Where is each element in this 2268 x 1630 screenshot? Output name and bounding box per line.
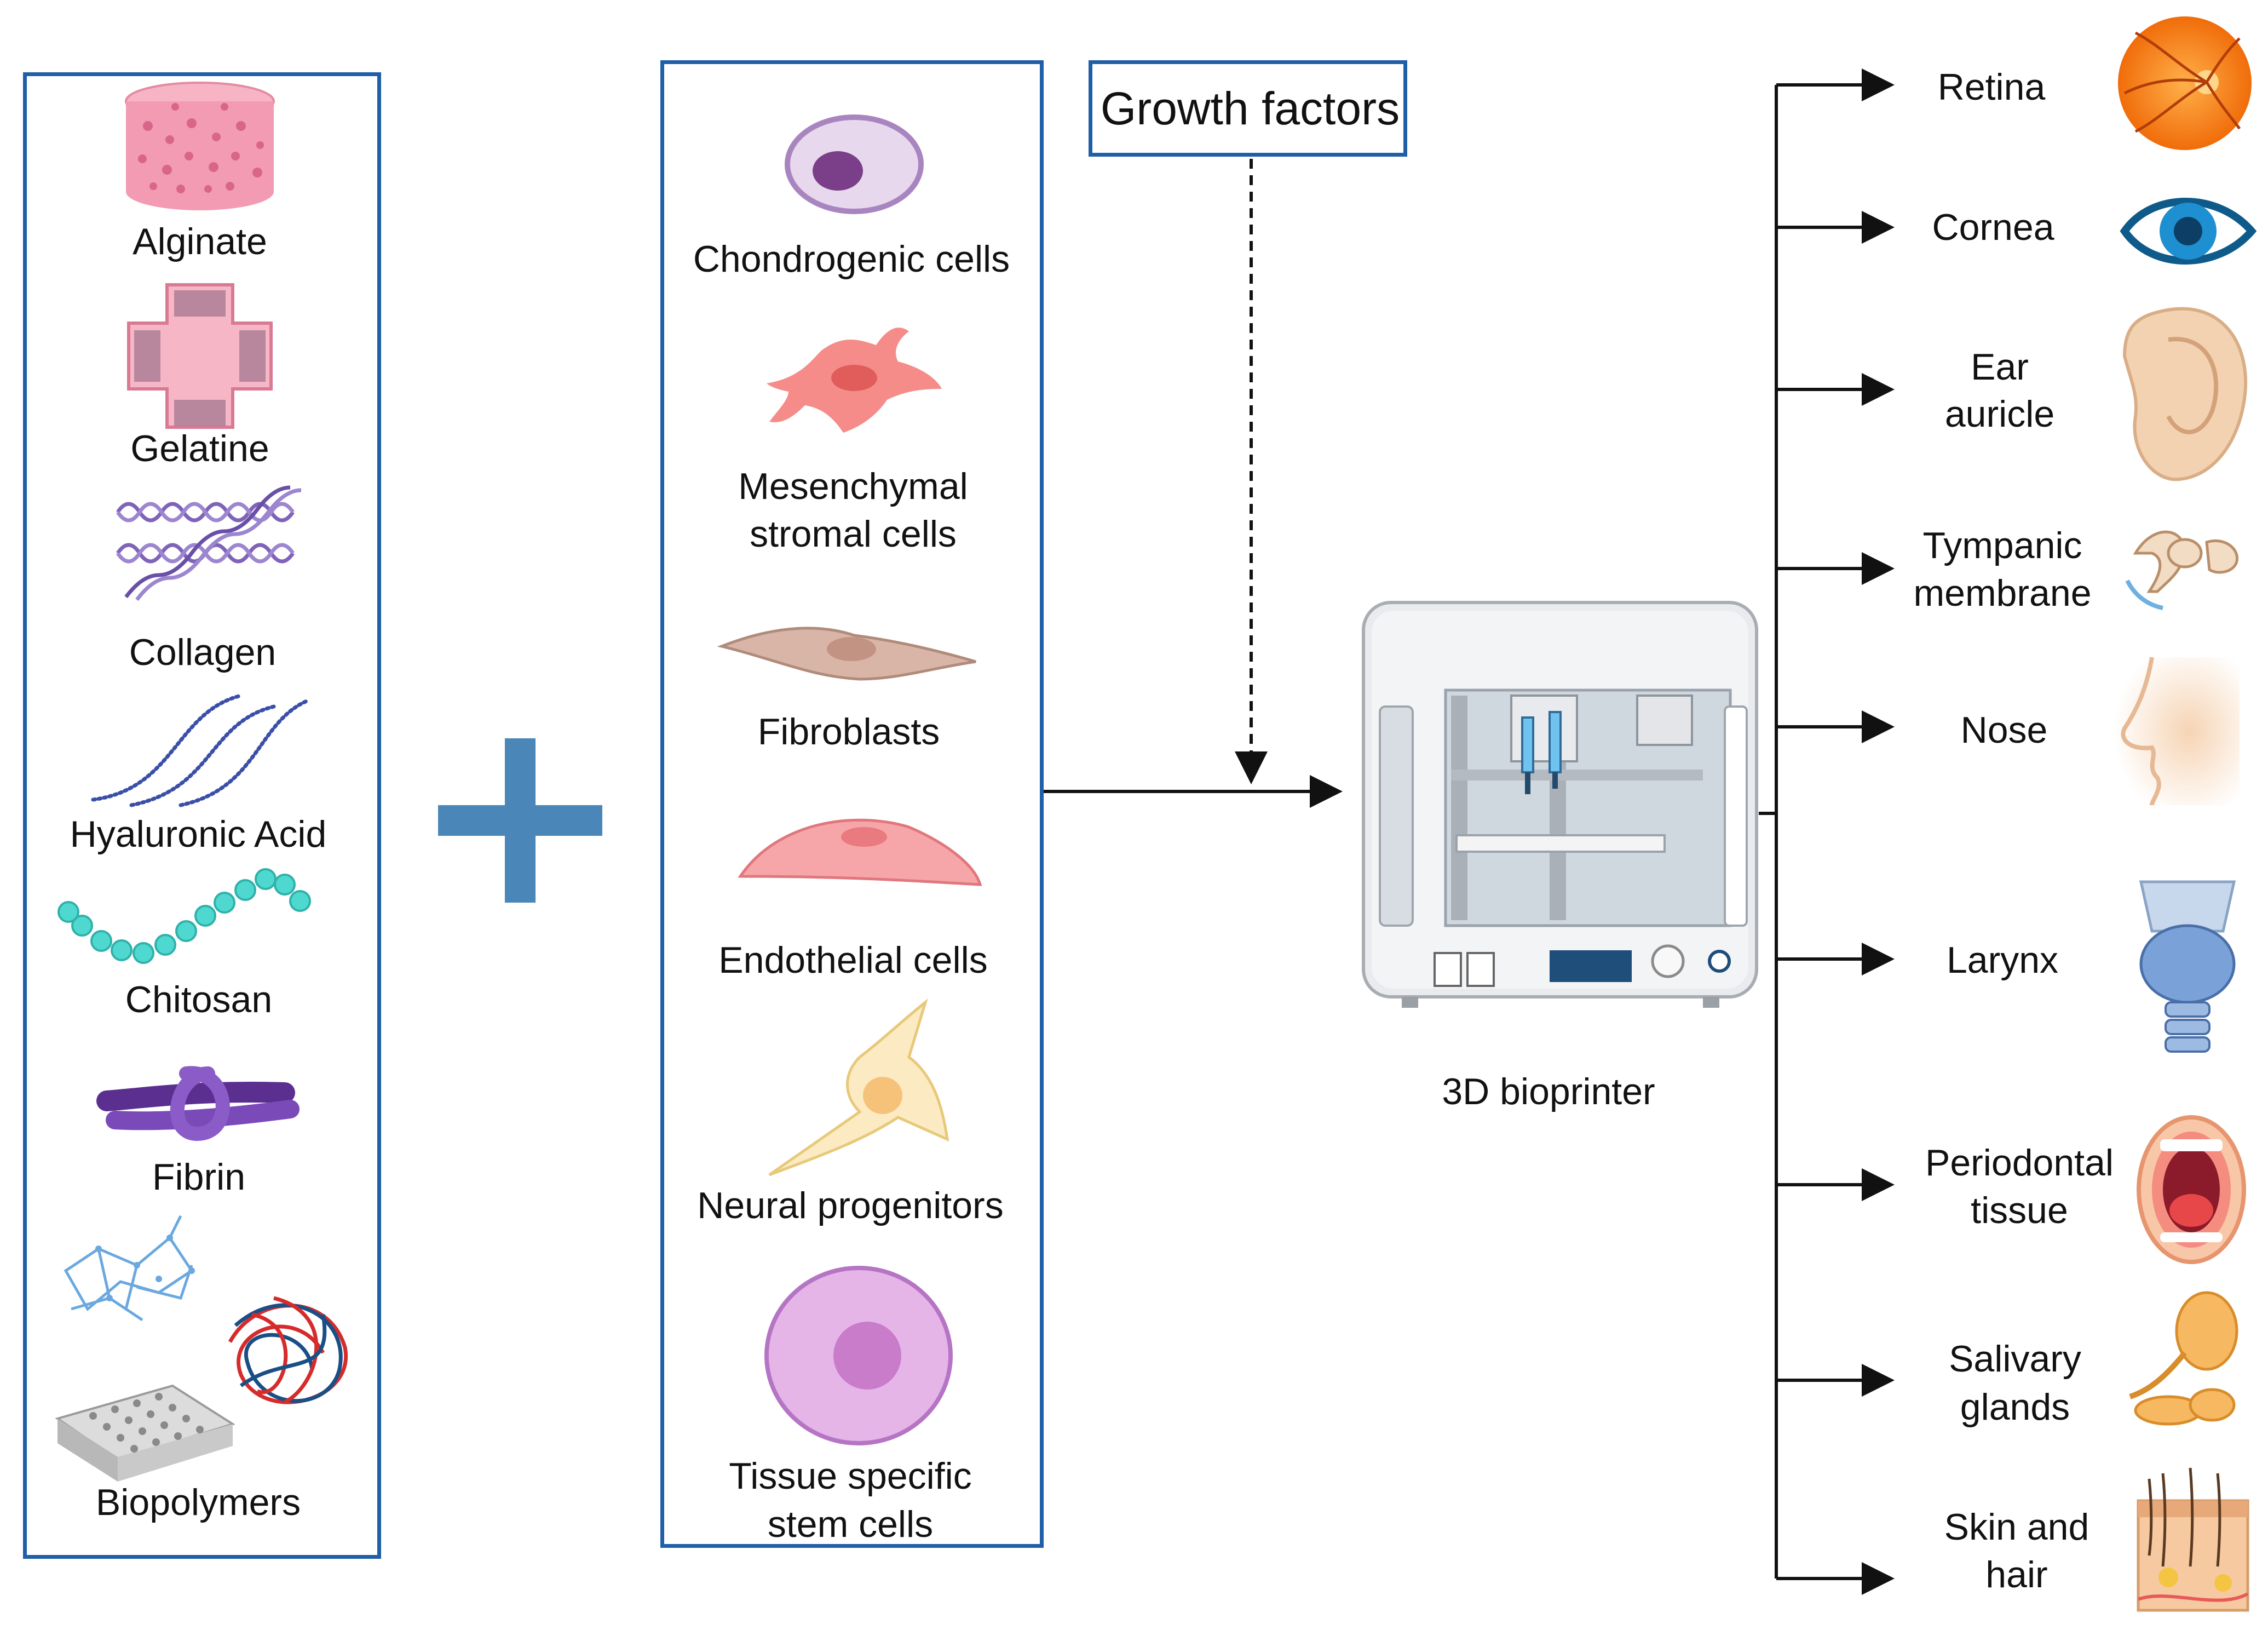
chondrogenic-cell-icon <box>785 114 924 214</box>
stem-cells-label-line1: Tissue specific <box>729 1455 972 1497</box>
periodontal-label-line1: Periodontal <box>1925 1142 2114 1184</box>
fibrin-label: Fibrin <box>152 1156 246 1198</box>
mesenchymal-label-line2: stromal cells <box>750 513 957 555</box>
cells-box <box>660 60 1044 1548</box>
skin-label-line1: Skin and <box>1944 1506 2089 1548</box>
larynx-icon <box>2139 880 2236 1053</box>
hyaluronic-acid-chain-icon <box>91 693 309 807</box>
salivary-label-line2: glands <box>1960 1386 2070 1428</box>
mouth-icon <box>2137 1115 2246 1264</box>
skin-hair-icon <box>2137 1467 2249 1612</box>
alginate-scaffold-icon <box>125 82 275 210</box>
cornea-label: Cornea <box>1932 206 2054 248</box>
biomaterials-box <box>23 72 381 1559</box>
skin-label-line2: hair <box>1985 1554 2048 1595</box>
ear-icon <box>2122 307 2248 481</box>
ear-label-line1: Ear <box>1971 346 2029 388</box>
growth-factors-box <box>1089 60 1407 157</box>
mesenchymal-cell-icon <box>767 328 942 433</box>
chitosan-label: Chitosan <box>125 979 273 1020</box>
stem-cell-icon <box>764 1266 953 1445</box>
neural-progenitor-icon <box>768 998 949 1176</box>
gelatine-label: Gelatine <box>130 428 269 469</box>
ear-label-line2: auricle <box>1944 393 2055 435</box>
tympanic-membrane-icon <box>2125 530 2238 610</box>
bioprinter-icon <box>1362 601 1758 1008</box>
bioprinter-label: 3D bioprinter <box>1442 1071 1655 1112</box>
retina-label: Retina <box>1937 66 2046 108</box>
biopolymers-label: Biopolymers <box>95 1482 301 1523</box>
neural-progenitors-label: Neural progenitors <box>697 1185 1004 1226</box>
fibroblasts-label: Fibroblasts <box>757 711 940 753</box>
output-arrows <box>1776 68 1895 1595</box>
larynx-label: Larynx <box>1946 939 2059 981</box>
tympanic-label-line1: Tympanic <box>1922 525 2082 566</box>
endothelial-cells-label: Endothelial cells <box>718 939 988 981</box>
mesenchymal-label-line1: Mesenchymal <box>738 466 968 507</box>
growth-factors-label: Growth factors <box>1100 83 1400 134</box>
output-tree <box>1759 85 1778 1579</box>
biopolymers-icon <box>55 1215 354 1482</box>
cornea-eye-icon <box>2120 198 2257 265</box>
alginate-label: Alginate <box>133 221 267 262</box>
retina-icon <box>2118 16 2252 150</box>
salivary-gland-icon <box>2129 1291 2238 1426</box>
tympanic-label-line2: membrane <box>1913 572 2092 614</box>
hyaluronic-acid-label: Hyaluronic Acid <box>70 813 327 855</box>
plus-icon <box>438 738 602 903</box>
stem-cells-label-line2: stem cells <box>767 1503 934 1545</box>
chondrogenic-cells-label: Chondrogenic cells <box>693 238 1010 280</box>
gelatine-cross-icon <box>127 283 273 429</box>
fibroblast-icon <box>717 627 976 681</box>
nose-icon <box>2114 657 2240 806</box>
nose-label: Nose <box>1960 709 2048 751</box>
periodontal-label-line2: tissue <box>1971 1190 2068 1231</box>
fibrin-knot-icon <box>96 1066 300 1141</box>
collagen-label: Collagen <box>129 632 277 673</box>
endothelial-cell-icon <box>738 818 982 886</box>
collagen-helix-icon <box>116 485 302 601</box>
salivary-label-line1: Salivary <box>1949 1338 2081 1380</box>
chitosan-chain-icon <box>57 868 311 964</box>
